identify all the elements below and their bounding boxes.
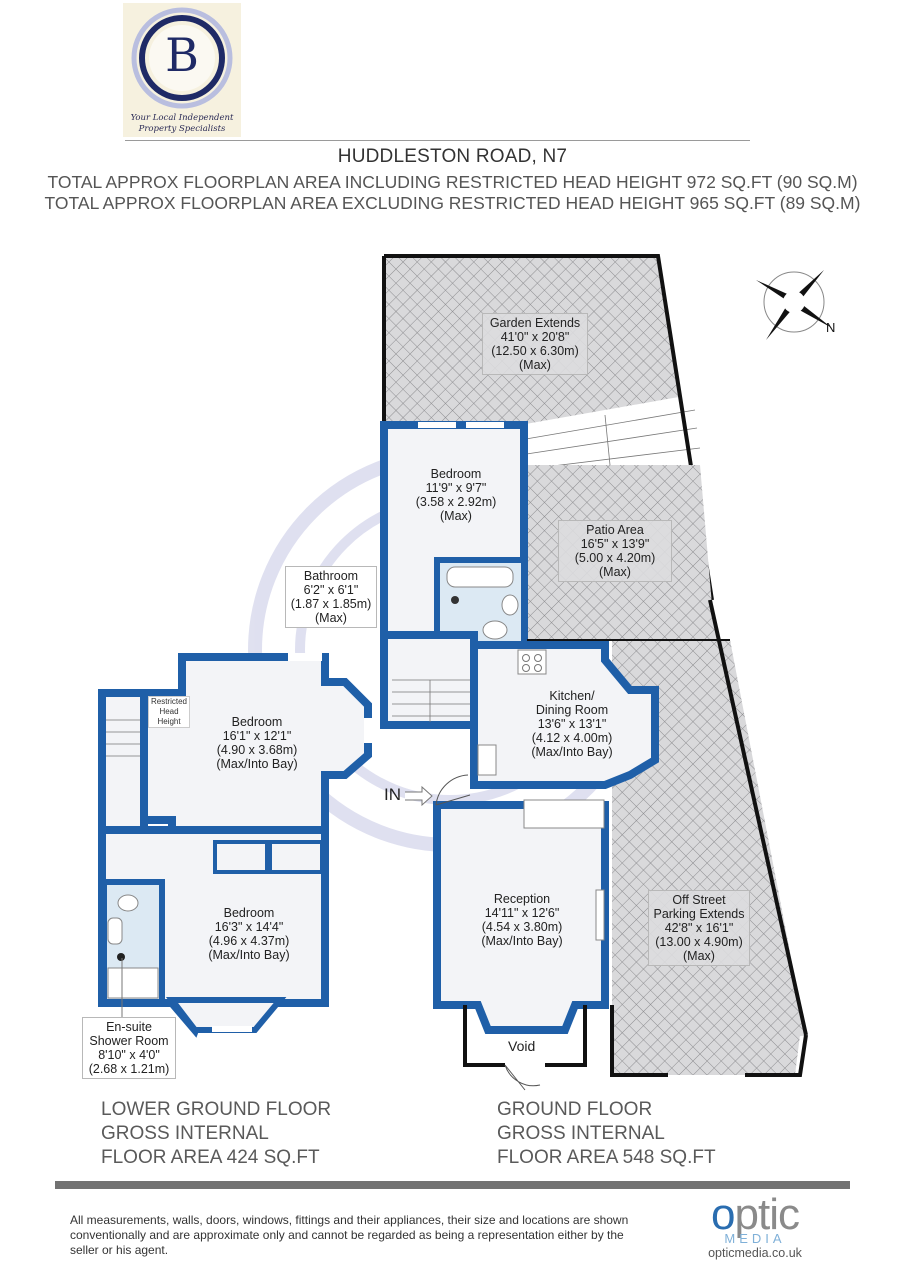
floor-summary-ground: GROUND FLOOR GROSS INTERNAL FLOOR AREA 5… xyxy=(497,1098,716,1170)
room-size-note: (Max/Into Bay) xyxy=(216,757,298,771)
floor-area: FLOOR AREA 424 SQ.FT xyxy=(101,1147,320,1168)
logo-tagline: Your Local Independent Property Speciali… xyxy=(123,113,241,135)
room-size-imperial: 6'2" x 6'1" xyxy=(303,583,359,597)
floor-summary-lower-ground: LOWER GROUND FLOOR GROSS INTERNAL FLOOR … xyxy=(101,1098,331,1170)
room-size-metric: (3.58 x 2.92m) xyxy=(415,495,497,509)
total-area-excluding: TOTAL APPROX FLOORPLAN AREA EXCLUDING RE… xyxy=(44,193,861,213)
room-name-line-1: Off Street xyxy=(672,893,726,907)
room-size-imperial: 14'11" x 12'6" xyxy=(484,906,560,920)
optic-media-label: MEDIA xyxy=(724,1231,786,1246)
room-size-metric: (12.50 x 6.30m) xyxy=(491,344,579,358)
room-size-imperial: 16'1" x 12'1" xyxy=(222,729,292,743)
room-size-metric: (4.54 x 3.80m) xyxy=(481,920,563,934)
room-size-metric: (5.00 x 4.20m) xyxy=(574,551,656,565)
room-size-metric: (1.87 x 1.85m) xyxy=(290,597,372,611)
room-label-bedroom-lower-1: Bedroom 16'1" x 12'1" (4.90 x 3.68m) (Ma… xyxy=(208,715,306,771)
room-size-note: (Max) xyxy=(599,565,631,579)
room-size-imperial: 42'8" x 16'1" xyxy=(664,921,734,935)
room-size-imperial: 11'9" x 9'7" xyxy=(425,481,487,495)
room-label-bathroom: Bathroom 6'2" x 6'1" (1.87 x 1.85m) (Max… xyxy=(285,566,377,628)
room-size-note: (Max/Into Bay) xyxy=(208,948,290,962)
room-size-metric: (4.12 x 4.00m) xyxy=(531,731,613,745)
tagline-line-1: Your Local Independent xyxy=(130,113,234,123)
room-name-line-2: Shower Room xyxy=(89,1034,169,1048)
room-size-metric: (4.96 x 4.37m) xyxy=(208,934,290,948)
room-size-metric: (13.00 x 4.90m) xyxy=(655,935,743,949)
room-name: Garden Extends xyxy=(489,316,581,330)
entrance-label: IN xyxy=(384,785,401,804)
north-label: N xyxy=(826,320,836,335)
total-area-including: TOTAL APPROX FLOORPLAN AREA INCLUDING RE… xyxy=(47,172,858,192)
room-size-imperial: 41'0" x 20'8" xyxy=(500,330,570,344)
logo-emblem-icon xyxy=(131,7,233,109)
room-label-bedroom-lower-2: Bedroom 16'3" x 14'4" (4.96 x 4.37m) (Ma… xyxy=(200,906,298,962)
floor-area: FLOOR AREA 548 SQ.FT xyxy=(497,1147,716,1168)
logo-letter: B xyxy=(165,28,199,82)
room-label-parking: Off Street Parking Extends 42'8" x 16'1"… xyxy=(648,890,750,966)
room-size-note: (Max/Into Bay) xyxy=(481,934,563,948)
room-size-metric: (4.90 x 3.68m) xyxy=(216,743,298,757)
footer-divider xyxy=(55,1181,850,1189)
room-label-ensuite: En-suite Shower Room 8'10" x 4'0" (2.68 … xyxy=(82,1017,176,1079)
room-size-imperial: 16'3" x 14'4" xyxy=(214,920,284,934)
room-name-line-1: En-suite xyxy=(106,1020,152,1034)
void-label: Void xyxy=(508,1038,536,1054)
room-name: Bedroom xyxy=(430,467,482,481)
room-size-metric: (2.68 x 1.21m) xyxy=(88,1062,170,1076)
room-name: Reception xyxy=(493,892,551,906)
room-name: Patio Area xyxy=(586,523,644,537)
agency-logo: B xyxy=(123,3,241,137)
compass-rose-icon xyxy=(756,270,832,340)
room-label-reception: Reception 14'11" x 12'6" (4.54 x 3.80m) … xyxy=(472,892,572,948)
header-divider xyxy=(125,140,750,141)
room-name-line-2: Parking Extends xyxy=(653,907,745,921)
room-name-line-1: Kitchen/ xyxy=(549,689,595,703)
floor-name: GROUND FLOOR xyxy=(497,1099,653,1120)
lower-ground-floor-plan xyxy=(98,653,372,1038)
optic-rest-letters: ptic xyxy=(734,1190,800,1239)
room-label-kitchen: Kitchen/ Dining Room 13'6" x 13'1" (4.12… xyxy=(520,689,624,759)
room-size-note: (Max/Into Bay) xyxy=(531,745,613,759)
room-name-line-2: Dining Room xyxy=(535,703,609,717)
optic-wordmark: optic xyxy=(700,1193,810,1237)
room-size-imperial: 8'10" x 4'0" xyxy=(98,1048,160,1062)
tagline-line-2: Property Specialists xyxy=(138,124,226,134)
room-label-garden: Garden Extends 41'0" x 20'8" (12.50 x 6.… xyxy=(482,313,588,375)
room-size-imperial: 13'6" x 13'1" xyxy=(537,717,607,731)
room-name: Bathroom xyxy=(303,569,359,583)
disclaimer-text: All measurements, walls, doors, windows,… xyxy=(70,1213,629,1257)
floor-gross-internal: GROSS INTERNAL xyxy=(101,1123,269,1144)
room-size-note: (Max) xyxy=(683,949,715,963)
floor-gross-internal: GROSS INTERNAL xyxy=(497,1123,665,1144)
optic-o-letter: o xyxy=(711,1190,736,1239)
room-name: Bedroom xyxy=(231,715,283,729)
room-name: Bedroom xyxy=(223,906,275,920)
floor-name: LOWER GROUND FLOOR xyxy=(101,1099,332,1120)
ground-floor-plan xyxy=(380,421,659,1091)
room-label-bedroom-ground: Bedroom 11'9" x 9'7" (3.58 x 2.92m) (Max… xyxy=(408,467,504,523)
restricted-head-height-label: Restricted Head Height xyxy=(148,696,190,728)
room-size-imperial: 16'5" x 13'9" xyxy=(580,537,650,551)
property-title: HUDDLESTON ROAD, N7 xyxy=(337,146,568,167)
room-label-patio: Patio Area 16'5" x 13'9" (5.00 x 4.20m) … xyxy=(558,520,672,582)
room-size-note: (Max) xyxy=(519,358,551,372)
optic-media-logo: optic MEDIA opticmedia.co.uk xyxy=(700,1193,810,1261)
room-size-note: (Max) xyxy=(315,611,347,625)
optic-url[interactable]: opticmedia.co.uk xyxy=(708,1246,802,1260)
room-size-note: (Max) xyxy=(440,509,472,523)
